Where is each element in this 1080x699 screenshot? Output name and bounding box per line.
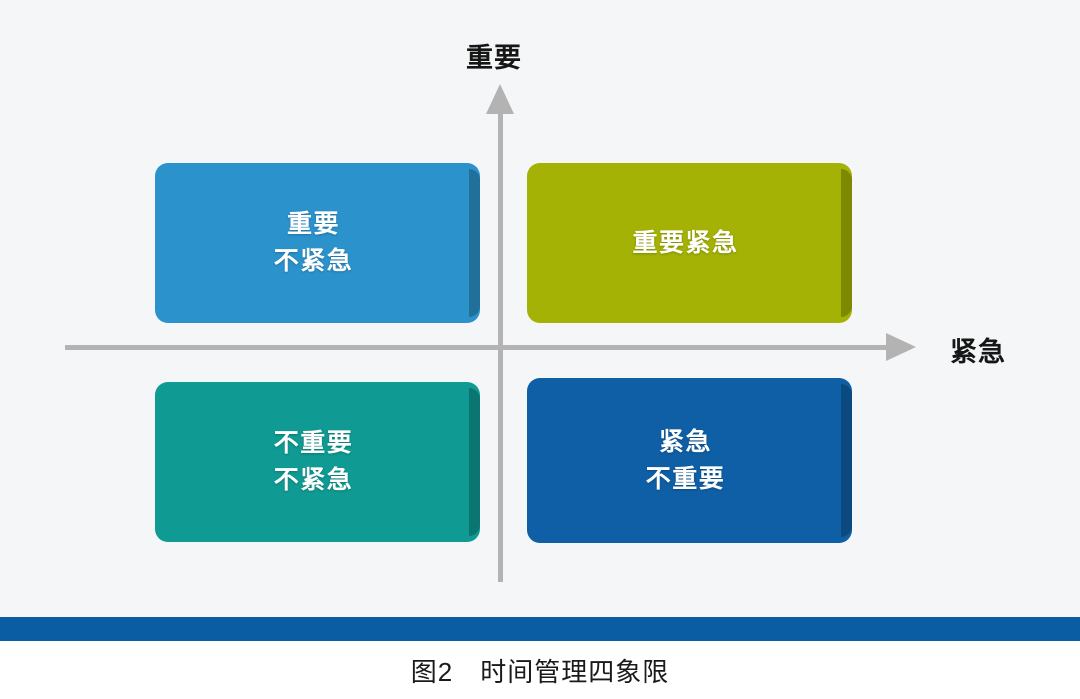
divider-band [0,617,1080,641]
quadrant-important-not-urgent[interactable]: 重要 不紧急 [155,163,480,323]
axis-label-horizontal: 紧急 [950,337,1006,367]
quadrant-label-line: 重要 [286,210,340,238]
quadrant-important-urgent[interactable]: 重要紧急 [527,163,852,323]
caption-area: 图2 时间管理四象限 [0,641,1080,699]
quadrant-urgent-not-important[interactable]: 紧急 不重要 [527,378,852,543]
vertical-axis-line [498,110,503,582]
quadrant-label-line: 不重要 [273,429,354,457]
figure-caption: 图2 时间管理四象限 [410,656,670,687]
axis-label-vertical: 重要 [466,43,522,73]
arrow-right-icon [886,333,916,361]
horizontal-axis-line [65,345,890,350]
quadrant-label-line: 不重要 [645,464,726,493]
quadrant-not-important-not-urgent[interactable]: 不重要 不紧急 [155,382,480,542]
figure-canvas: 重要 紧急 重要 不紧急 重要紧急 不重要 不紧急 紧急 不重要 [65,43,1006,582]
quadrant-label-line: 不紧急 [273,466,354,494]
quadrant-label-line: 紧急 [658,427,712,456]
quadrant-label-line: 不紧急 [273,247,354,275]
arrow-up-icon [486,84,514,114]
quadrant-label-line: 重要紧急 [632,228,739,257]
